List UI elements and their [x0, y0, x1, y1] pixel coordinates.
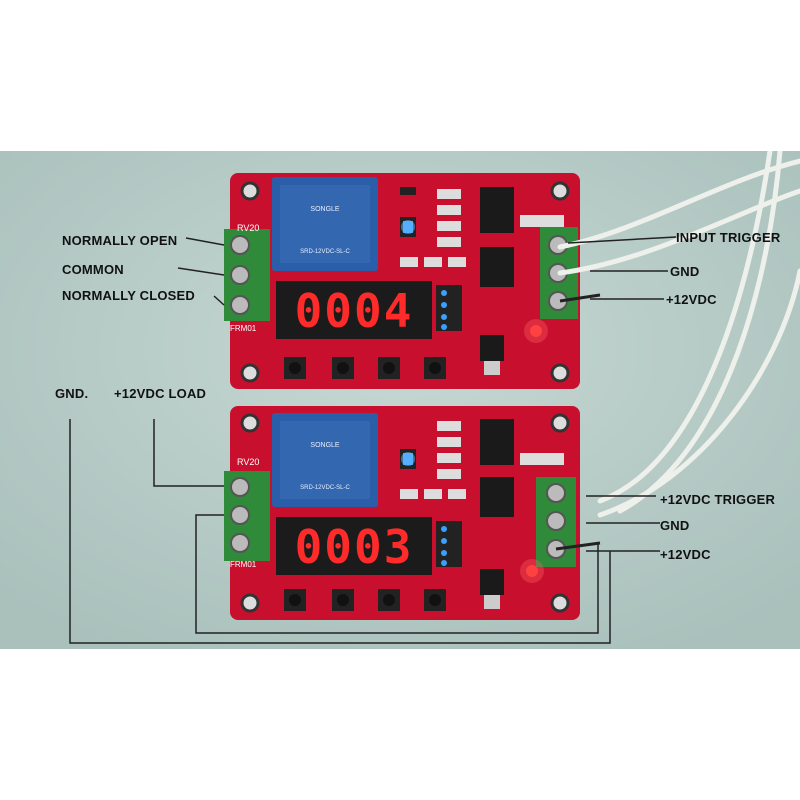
label-normally-closed: NORMALLY CLOSED [62, 288, 196, 303]
relay-brand-top: SONGLE [310, 206, 340, 213]
relay-board-top: SONGLE SRD-12VDC-SL-C RV20 FRM01 [224, 173, 580, 389]
label-input-trigger: INPUT TRIGGER [676, 230, 781, 245]
label-normally-open: NORMALLY OPEN [62, 233, 178, 248]
display-bottom [276, 517, 432, 575]
label-12vdc-bottom: +12VDC [660, 547, 711, 562]
photo-relay-modules: SONGLE SRD-12VDC-SL-C RV20 FRM01 [0, 151, 800, 649]
relay-model-top: SRD-12VDC-SL-C [300, 249, 350, 255]
label-gnd-top: GND [670, 264, 700, 279]
relay-model-bottom: SRD-12VDC-SL-C [300, 485, 350, 491]
label-gnd-left: GND. [55, 386, 89, 401]
label-gnd-bottom: GND [660, 518, 690, 533]
display-value-top: 0004 [295, 284, 414, 338]
svg-text:RV20: RV20 [237, 223, 259, 233]
pointer-lines [69, 236, 677, 644]
display-digits-top: 0004 [295, 284, 414, 338]
label-12vdc-top: +12VDC [666, 292, 717, 307]
display-value-bottom: 0003 [295, 520, 414, 574]
relay-brand-bottom: SONGLE [310, 442, 340, 449]
relay-board-bottom: SONGLE SRD-12VDC-SL-C RV20 FRM01 0003 [224, 406, 580, 620]
cables [557, 151, 800, 518]
label-12vdc-load: +12VDC LOAD [114, 386, 207, 401]
display-top [276, 281, 432, 339]
svg-text:FRM01: FRM01 [230, 560, 257, 569]
svg-text:FRM01: FRM01 [230, 324, 257, 333]
label-common: COMMON [62, 262, 124, 277]
svg-text:RV20: RV20 [237, 457, 259, 467]
label-12vdc-trigger: +12VDC TRIGGER [660, 492, 776, 507]
display-digits-bottom: 0003 [295, 520, 414, 574]
